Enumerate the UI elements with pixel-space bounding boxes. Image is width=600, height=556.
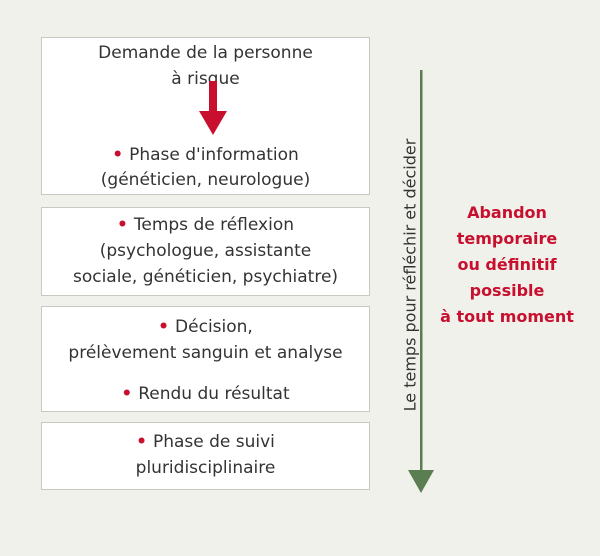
information-phase-text: Phase d'information [129, 145, 299, 165]
abandon-line-2: temporaire [456, 229, 558, 248]
down-arrow-icon [199, 81, 227, 135]
bullet-icon: • [112, 145, 124, 165]
reflection-actors-line-2: sociale, généticien, psychiatre) [72, 267, 339, 287]
reflection-actors-line-1: (psychologue, assistante [99, 241, 312, 261]
step-decision-result: •Décision, prélèvement sanguin et analys… [41, 306, 370, 412]
bullet-icon: • [117, 215, 128, 235]
abandon-note: Abandon temporaire ou définitif possible… [432, 200, 582, 330]
bullet-icon: • [121, 384, 133, 404]
follow-up-text: Phase de suivi [152, 432, 275, 452]
result-text: Rendu du résultat [138, 384, 290, 404]
information-phase-label: •Phase d'information [42, 144, 369, 166]
information-phase-actors: (généticien, neurologue) [100, 170, 311, 190]
decision-text: Décision, [175, 317, 253, 337]
abandon-line-4: possible [469, 281, 545, 300]
step-request-information: Demande de la personne à risque •Phase d… [41, 37, 370, 195]
time-arrow-icon [408, 70, 434, 493]
step-reflection: •Temps de réflexion (psychologue, assist… [41, 207, 370, 296]
request-line-1: Demande de la personne [98, 43, 313, 63]
reflection-title: •Temps de réflexion [42, 214, 369, 236]
abandon-line-1: Abandon [467, 203, 547, 222]
bullet-icon: • [158, 317, 170, 337]
result-title: •Rendu du résultat [42, 383, 369, 405]
follow-up-title: •Phase de suivi [42, 431, 369, 453]
reflection-text: Temps de réflexion [133, 215, 294, 235]
follow-up-detail: pluridisciplinaire [135, 458, 276, 478]
abandon-line-3: ou définitif [457, 255, 557, 274]
bullet-icon: • [136, 432, 147, 452]
decision-title: •Décision, [42, 316, 369, 338]
abandon-line-5: à tout moment [440, 307, 574, 326]
request-line-2: à risque [171, 69, 240, 89]
step-follow-up: •Phase de suivi pluridisciplinaire [41, 422, 370, 490]
decision-detail: prélèvement sanguin et analyse [68, 343, 343, 363]
